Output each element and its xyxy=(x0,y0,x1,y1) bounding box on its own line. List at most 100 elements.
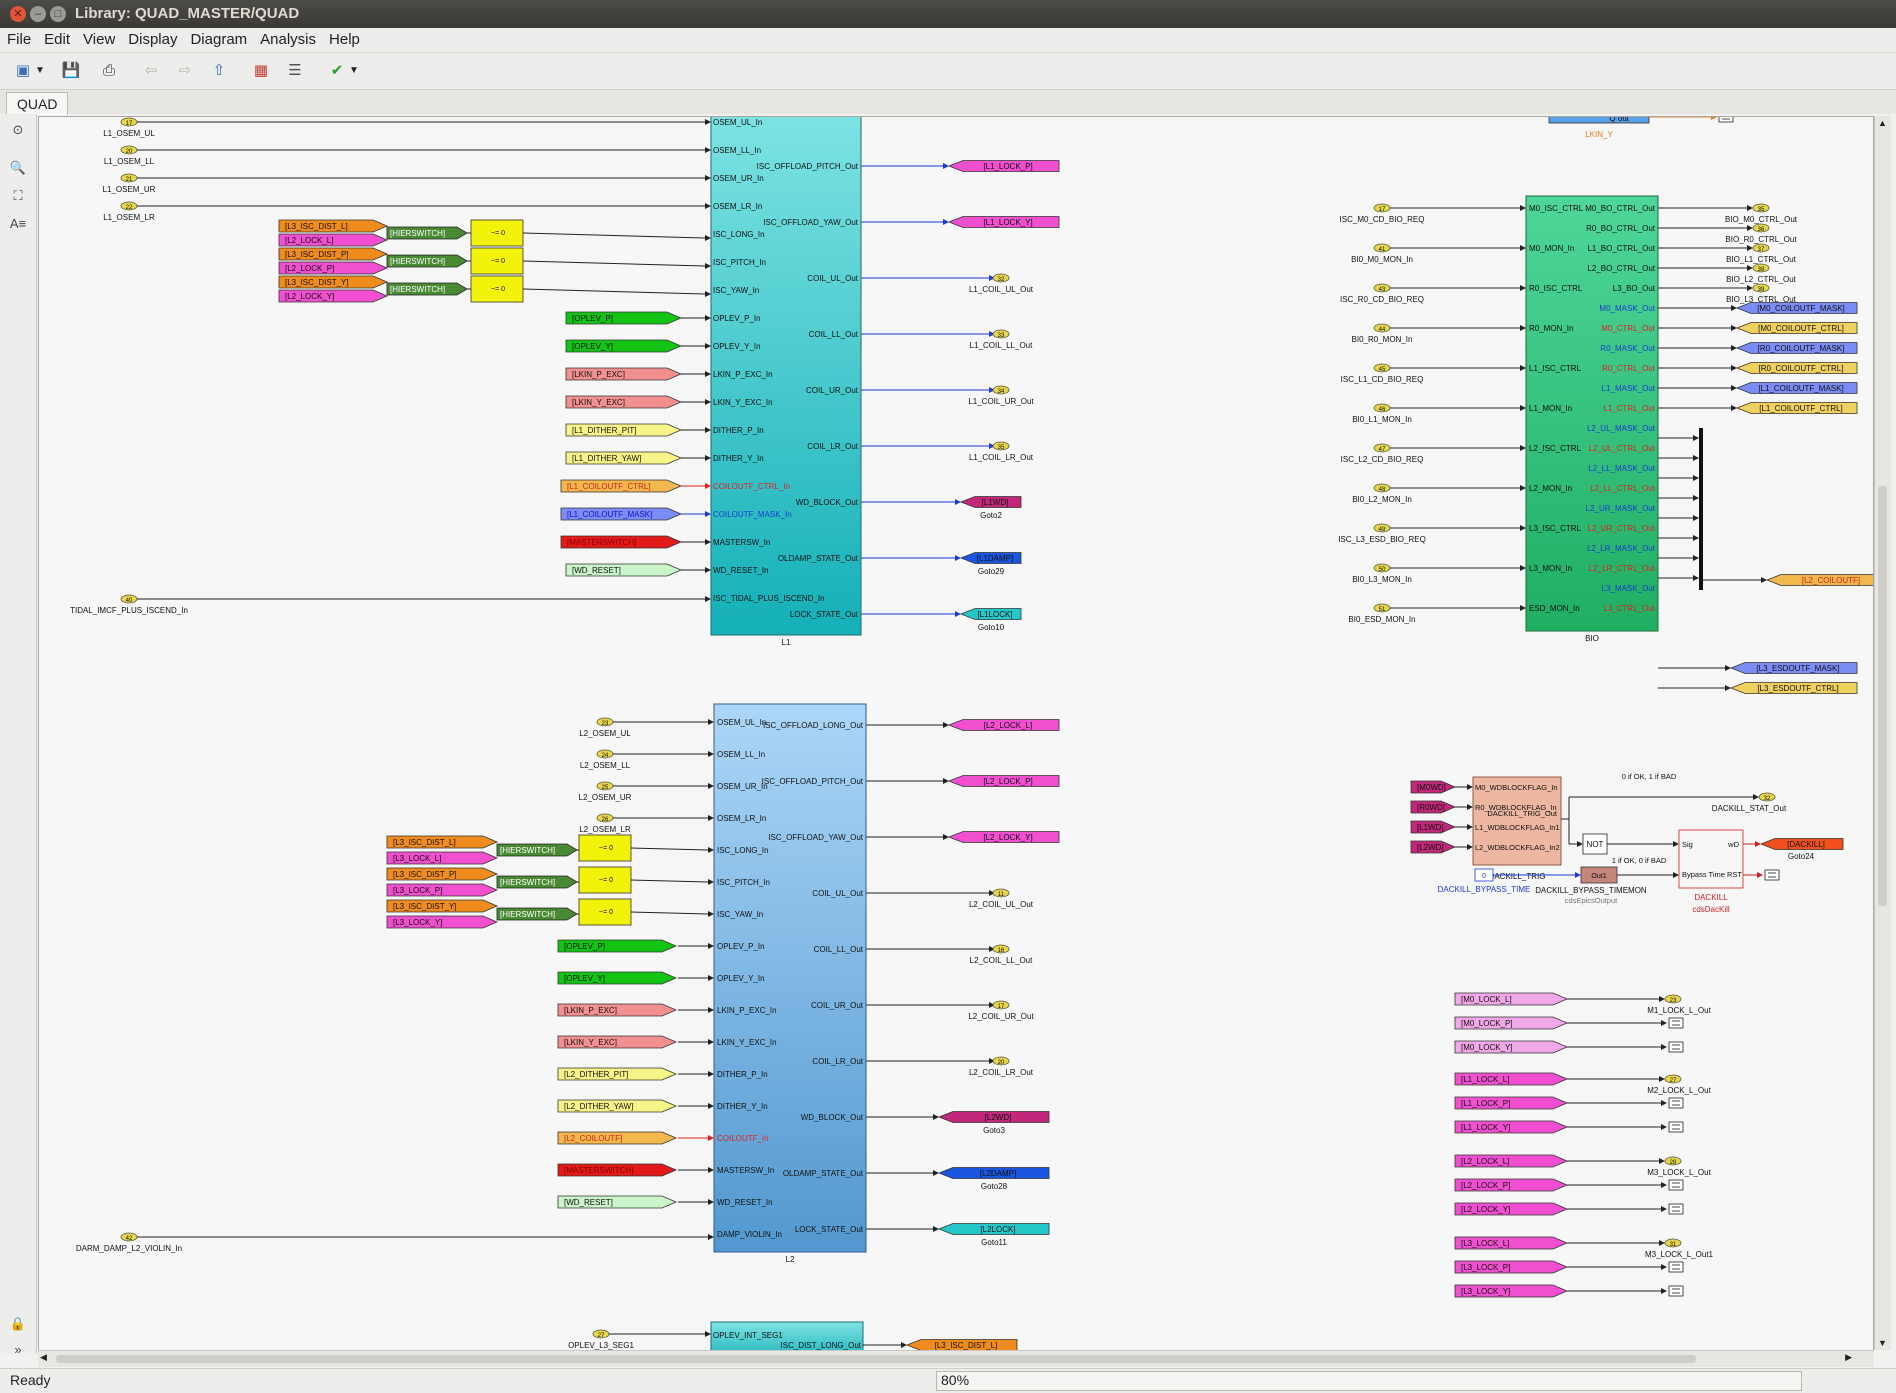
bio-outport[interactable] xyxy=(1752,203,1770,213)
l1-outport[interactable] xyxy=(992,385,1010,395)
menu-analysis[interactable]: Analysis xyxy=(260,31,317,48)
l1-from-tag[interactable] xyxy=(565,395,683,409)
l1-from-tag[interactable] xyxy=(560,507,683,521)
scroll-up-icon[interactable]: ▲ xyxy=(1878,118,1887,128)
l1-switch-from-tag[interactable] xyxy=(278,219,389,233)
l2-switch-block[interactable] xyxy=(578,834,632,862)
hierswitch-tag[interactable] xyxy=(496,843,578,857)
l2-goto-lock[interactable] xyxy=(947,719,1060,731)
bio-outport[interactable] xyxy=(1752,243,1770,253)
bio-goto-l3-tag[interactable] xyxy=(1729,662,1858,674)
l2-switch-from-tag[interactable] xyxy=(386,835,499,849)
up-level-icon[interactable]: ⇧ xyxy=(212,62,226,79)
l2-from-tag[interactable] xyxy=(557,1099,678,1113)
l1-outport[interactable] xyxy=(992,273,1010,283)
dackill-stat-outport[interactable] xyxy=(1758,792,1776,802)
lock-from-tag[interactable] xyxy=(1454,1096,1569,1110)
maximize-window-icon[interactable]: □ xyxy=(50,6,66,22)
zoom-level[interactable]: 80% xyxy=(936,1371,1802,1391)
wd-from-tag[interactable] xyxy=(1410,780,1457,794)
l2-from-tag[interactable] xyxy=(557,1131,678,1145)
terminator-block[interactable] xyxy=(1668,1203,1684,1215)
l1-from-tag[interactable] xyxy=(560,535,683,549)
l2-outport[interactable] xyxy=(992,1000,1010,1010)
bio-outport[interactable] xyxy=(1752,283,1770,293)
l2-switch-from-tag[interactable] xyxy=(386,899,499,913)
menu-edit[interactable]: Edit xyxy=(44,31,71,48)
l1-from-tag[interactable] xyxy=(560,479,683,493)
bio-goto-tag[interactable] xyxy=(1735,382,1858,394)
terminator-block[interactable] xyxy=(1668,1017,1684,1029)
lock-from-tag[interactable] xyxy=(1454,1202,1569,1216)
l1-switch-from-tag[interactable] xyxy=(278,233,389,247)
block-bio[interactable] xyxy=(1525,195,1659,632)
lock-from-tag[interactable] xyxy=(1454,1120,1569,1134)
scroll-right-icon[interactable]: ▶ xyxy=(1845,1352,1852,1362)
l1-from-tag[interactable] xyxy=(565,311,683,325)
wd-from-tag[interactable] xyxy=(1410,800,1457,814)
menu-help[interactable]: Help xyxy=(329,31,360,48)
l1-goto-tag[interactable] xyxy=(959,496,1022,508)
terminator-block[interactable] xyxy=(1668,1179,1684,1191)
block-diagram[interactable]: L1OSEM_UL_InOSEM_LL_InOSEM_UR_InOSEM_LR_… xyxy=(39,117,1873,1351)
menu-diagram[interactable]: Diagram xyxy=(190,31,248,48)
hierswitch-tag[interactable] xyxy=(386,282,468,296)
hierswitch-tag[interactable] xyxy=(496,875,578,889)
bio-goto-tag[interactable] xyxy=(1735,362,1858,374)
l2-switch-from-tag[interactable] xyxy=(386,915,499,929)
terminator-block[interactable] xyxy=(1668,1261,1684,1273)
bio-goto-tag[interactable] xyxy=(1735,342,1858,354)
scroll-down-icon[interactable]: ▼ xyxy=(1878,1338,1887,1348)
hide-palette-icon[interactable]: ⊙ xyxy=(12,122,24,137)
lock-from-tag[interactable] xyxy=(1454,1040,1569,1054)
lock-outport[interactable] xyxy=(1664,1074,1682,1084)
l1-switch-from-tag[interactable] xyxy=(278,247,389,261)
menu-view[interactable]: View xyxy=(83,31,116,48)
vertical-scrollbar[interactable]: ▲ ▼ xyxy=(1874,116,1891,1350)
scroll-left-icon[interactable]: ◀ xyxy=(40,1352,47,1362)
hierswitch-tag[interactable] xyxy=(496,907,578,921)
l2-goto-tag[interactable] xyxy=(937,1167,1050,1179)
lock-icon[interactable]: 🔒 xyxy=(9,1316,27,1331)
l1-switch-block[interactable] xyxy=(470,275,524,303)
l1-from-tag[interactable] xyxy=(565,423,683,437)
terminator-block[interactable] xyxy=(1668,1041,1684,1053)
hierswitch-tag[interactable] xyxy=(386,226,468,240)
l1-goto-tag[interactable] xyxy=(959,552,1022,564)
top-from-block[interactable] xyxy=(1548,117,1650,124)
dackill-trig-block[interactable] xyxy=(1472,776,1562,866)
menu-file[interactable]: File xyxy=(7,31,32,48)
back-icon[interactable]: ⇦ xyxy=(144,62,158,79)
lock-from-tag[interactable] xyxy=(1454,1154,1569,1168)
bio-goto-l2-coiloutf[interactable] xyxy=(1765,574,1873,586)
l1-switch-from-tag[interactable] xyxy=(278,275,389,289)
l3-goto-tag[interactable] xyxy=(905,1339,1018,1351)
lock-from-tag[interactable] xyxy=(1454,992,1569,1006)
l2-from-tag[interactable] xyxy=(557,1067,678,1081)
l2-goto-tag[interactable] xyxy=(937,1111,1050,1123)
bio-goto-tag[interactable] xyxy=(1735,402,1858,414)
bio-outport[interactable] xyxy=(1752,223,1770,233)
l1-from-tag[interactable] xyxy=(565,367,683,381)
horizontal-scrollbar[interactable]: ◀ ▶ xyxy=(38,1350,1874,1367)
l2-from-tag[interactable] xyxy=(557,939,678,953)
l1-switch-block[interactable] xyxy=(470,247,524,275)
lock-from-tag[interactable] xyxy=(1454,1284,1569,1298)
forward-icon[interactable]: ⇨ xyxy=(178,62,192,79)
lock-outport[interactable] xyxy=(1664,994,1682,1004)
l2-goto-lock[interactable] xyxy=(947,831,1060,843)
bio-goto-tag[interactable] xyxy=(1735,302,1858,314)
dackill-block[interactable] xyxy=(1678,829,1744,889)
lock-outport[interactable] xyxy=(1664,1156,1682,1166)
l1-from-tag[interactable] xyxy=(565,563,683,577)
l2-from-tag[interactable] xyxy=(557,1035,678,1049)
l2-switch-from-tag[interactable] xyxy=(386,851,499,865)
print-icon[interactable]: ⎙ xyxy=(102,62,115,79)
hierswitch-tag[interactable] xyxy=(386,254,468,268)
annotation-icon[interactable]: A≡ xyxy=(9,216,27,231)
model-explorer-icon[interactable]: ☰ xyxy=(288,62,302,79)
minimize-window-icon[interactable]: – xyxy=(30,6,46,22)
l1-from-tag[interactable] xyxy=(565,339,683,353)
l1-goto-lock-y[interactable] xyxy=(947,216,1060,228)
l2-outport[interactable] xyxy=(992,888,1010,898)
